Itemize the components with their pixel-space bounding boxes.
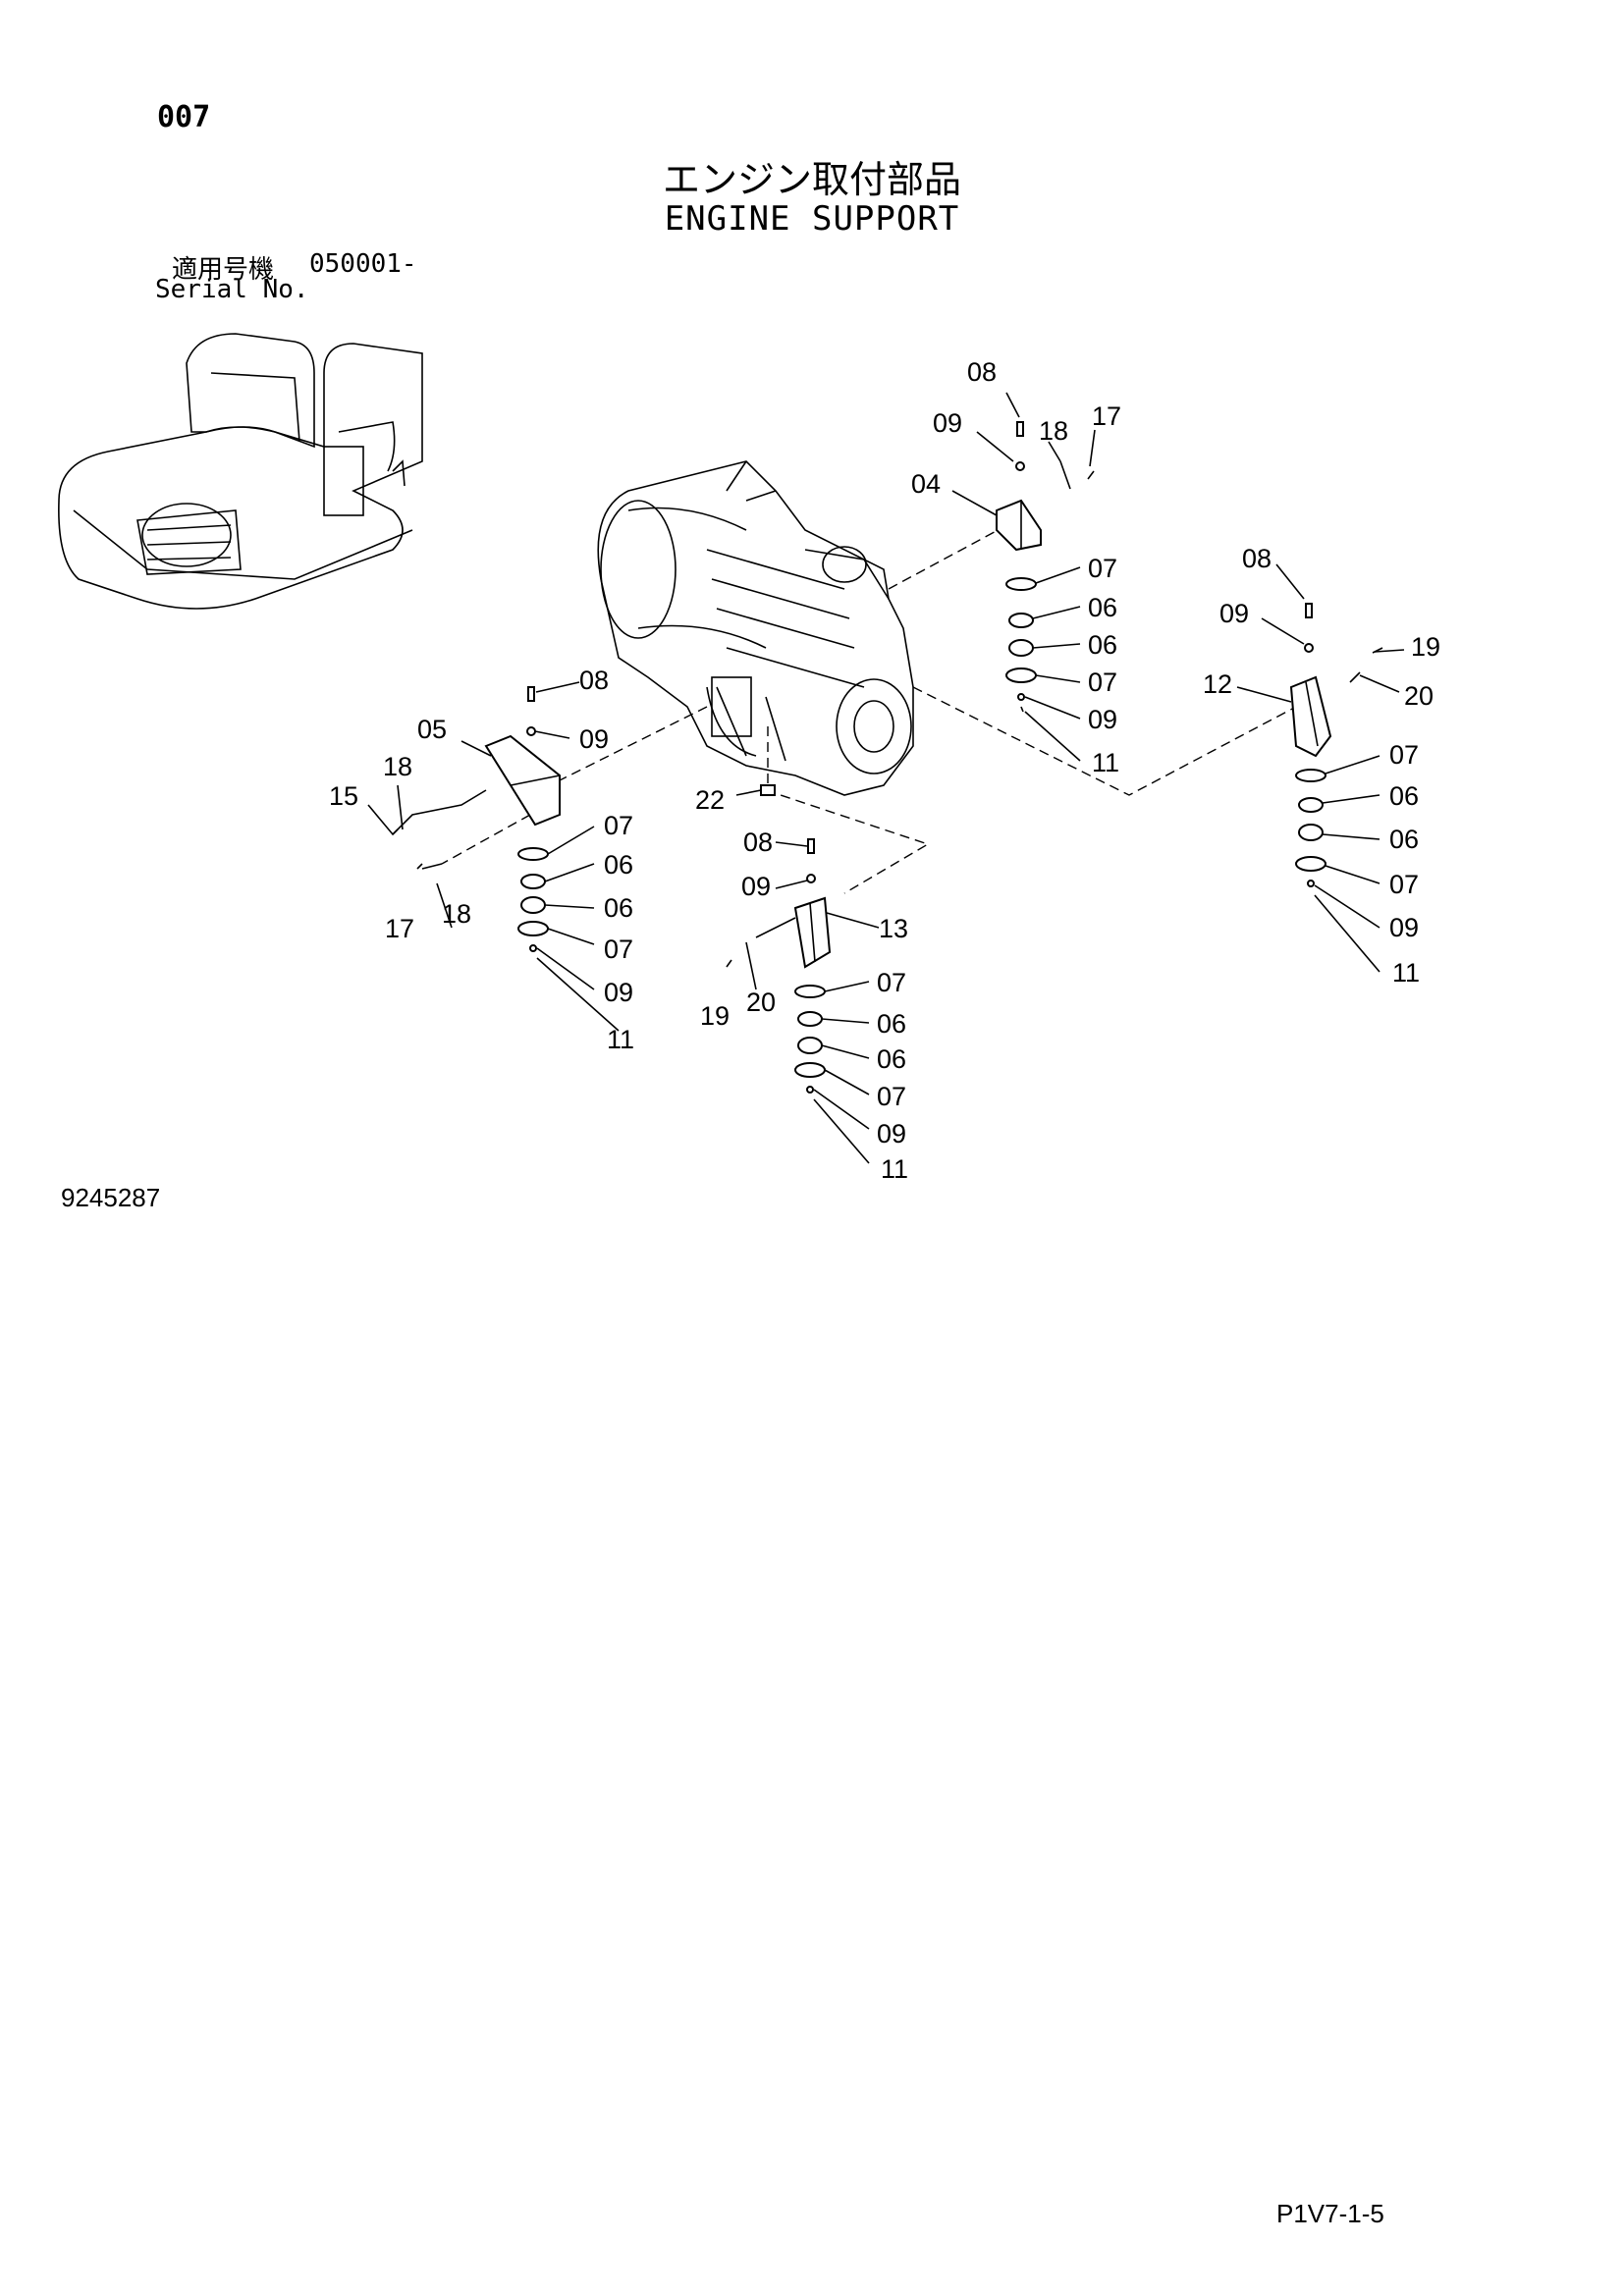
mount-bracket-13: [726, 784, 832, 1094]
figure-number: 9245287: [61, 1183, 161, 1212]
callout-07: 07: [1088, 554, 1117, 583]
callout-07: 07: [1389, 740, 1419, 770]
callout-11: 11: [607, 1025, 634, 1054]
serial-value: 050001-: [309, 249, 417, 279]
callout-08: 08: [1242, 544, 1272, 573]
title-english: ENGINE SUPPORT: [664, 199, 960, 239]
callout-12: 12: [1203, 669, 1232, 699]
title-japanese: エンジン取付部品: [662, 158, 961, 201]
callout-20: 20: [746, 988, 776, 1017]
callout-09: 09: [1219, 599, 1249, 628]
callout-19: 19: [1411, 632, 1440, 662]
callout-18: 18: [1039, 416, 1068, 446]
callout-07: 07: [1389, 870, 1419, 899]
callout-15: 15: [329, 781, 358, 811]
callout-08: 08: [579, 666, 609, 695]
serial-label-english: Serial No.: [155, 275, 309, 304]
callout-09: 09: [933, 408, 962, 438]
serial-label-japanese: 適用号機: [172, 255, 275, 285]
callout-08: 08: [967, 357, 997, 387]
mount-bracket-12: [1289, 603, 1383, 887]
callout-09: 09: [877, 1119, 906, 1148]
callout-20: 20: [1404, 681, 1434, 711]
callout-19: 19: [700, 1001, 730, 1031]
machine-overview-illustration: [58, 333, 423, 610]
callout-05: 05: [417, 715, 447, 744]
leader-lines: [367, 392, 1405, 1164]
callout-04: 04: [911, 469, 941, 499]
callout-09: 09: [604, 978, 633, 1007]
engine-illustration: [597, 460, 914, 796]
callout-11: 11: [1092, 748, 1119, 777]
callout-06: 06: [604, 850, 633, 880]
callout-11: 11: [881, 1154, 908, 1184]
mount-bracket-04: [996, 421, 1095, 713]
callout-06: 06: [1389, 825, 1419, 854]
callout-17: 17: [385, 914, 414, 943]
callout-08: 08: [743, 828, 773, 857]
callout-06: 06: [877, 1009, 906, 1039]
callout-07: 07: [604, 811, 633, 840]
callout-22: 22: [695, 785, 725, 815]
callout-18: 18: [383, 752, 412, 781]
page-code: P1V7-1-5: [1276, 2199, 1384, 2228]
callout-13: 13: [879, 914, 908, 943]
callout-09: 09: [579, 724, 609, 754]
page-number: 007: [157, 100, 211, 134]
callout-09: 09: [741, 872, 771, 901]
callout-07: 07: [1088, 667, 1117, 697]
callout-06: 06: [1389, 781, 1419, 811]
callout-07: 07: [877, 1082, 906, 1111]
callout-11: 11: [1392, 958, 1420, 988]
callout-09: 09: [1389, 913, 1419, 942]
callout-17: 17: [1092, 401, 1121, 431]
callout-18: 18: [442, 899, 471, 929]
callout-06: 06: [604, 893, 633, 923]
callout-06: 06: [1088, 630, 1117, 660]
callout-07: 07: [604, 934, 633, 964]
callout-06: 06: [877, 1044, 906, 1074]
callout-09: 09: [1088, 705, 1117, 734]
callout-06: 06: [1088, 593, 1117, 622]
callout-07: 07: [877, 968, 906, 997]
